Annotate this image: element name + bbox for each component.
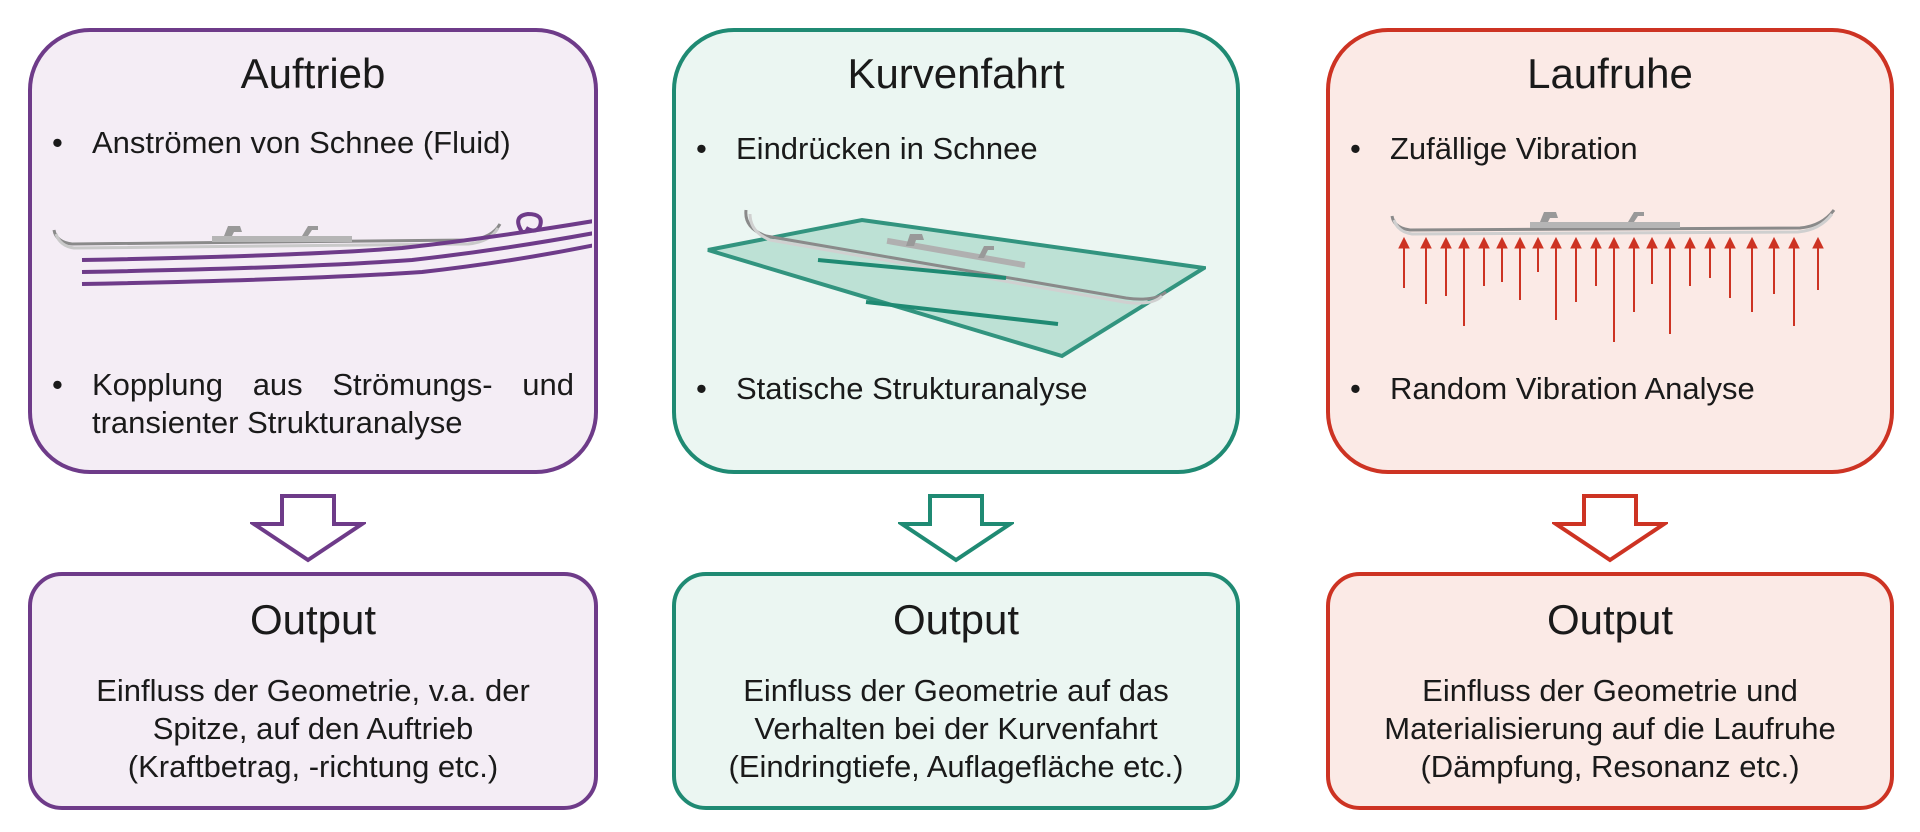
bullet-dot: • [52,125,63,160]
vibration-arrow-head [1664,236,1676,249]
auftrieb-bullet-2: • Kopplung aus Strömungs- und transiente… [52,366,574,442]
vibration-arrow-head [1704,236,1716,249]
vibration-arrow-head [1608,236,1620,249]
auftrieb-title: Auftrieb [240,50,386,97]
vibration-arrow-head [1496,236,1508,249]
bullet-dot: • [1350,131,1361,166]
down-arrow-icon [247,494,369,569]
kurvenfahrt-output-text: Einfluss der Geometrie auf das Verhalten… [728,673,1184,784]
bullet-dot: • [1350,371,1361,406]
vibration-arrow-head [1420,236,1432,249]
ski-with-flow-lines-icon [52,211,601,327]
laufruhe-bullet-2-text: Random Vibration Analyse [1390,371,1755,406]
vibration-arrow-head [1746,236,1758,249]
bullet-dot: • [696,371,707,406]
vibration-arrow-head [1812,236,1824,249]
ski-on-snow-plane-icon [706,206,1210,371]
bullet-dot: • [696,131,707,166]
vibration-arrow-head [1398,236,1410,249]
vibration-arrow-head [1628,236,1640,249]
down-arrow-icon [1549,494,1671,569]
bullet-dot: • [52,367,63,402]
vibration-arrow-head [1590,236,1602,249]
vibration-arrow-head [1478,236,1490,249]
vibration-arrow-head [1788,236,1800,249]
laufruhe-output-title: Output [1546,596,1674,643]
auftrieb-output-title: Output [249,596,377,643]
vibration-arrow-head [1646,236,1658,249]
laufruhe-bullet-1-text: Zufällige Vibration [1390,131,1638,166]
vibration-arrow-head [1768,236,1780,249]
kurvenfahrt-bullet-2: • Statische Strukturanalyse [696,370,1216,408]
kurvenfahrt-bullet-1: • Eindrücken in Schnee [696,130,1216,168]
kurvenfahrt-output-title: Output [892,596,1020,643]
laufruhe-output-box: Output Einfluss der Geometrie und Materi… [1326,572,1894,810]
laufruhe-title: Laufruhe [1527,50,1693,97]
vibration-arrow-head [1570,236,1582,249]
vibration-arrow-head [1458,236,1470,249]
laufruhe-bullet-2: • Random Vibration Analyse [1350,370,1870,408]
kurvenfahrt-output-box: Output Einfluss der Geometrie auf das Ve… [672,572,1240,810]
vibration-arrow-head [1684,236,1696,249]
auftrieb-output-box: Output Einfluss der Geometrie, v.a. der … [28,572,598,810]
vibration-arrow-head [1514,236,1526,249]
auftrieb-box: Auftrieb • Anströmen von Schnee (Fluid) … [28,28,601,474]
down-arrow-icon [895,494,1017,569]
kurvenfahrt-title: Kurvenfahrt [847,50,1065,97]
kurvenfahrt-bullet-1-text: Eindrücken in Schnee [736,131,1038,166]
vibration-arrow-head [1550,236,1562,249]
auftrieb-bullet-1: • Anströmen von Schnee (Fluid) [52,124,574,162]
kurvenfahrt-bullet-2-text: Statische Strukturanalyse [736,371,1088,406]
vibration-arrow-head [1532,236,1544,249]
vibration-arrow-head [1440,236,1452,249]
kurvenfahrt-box: Kurvenfahrt • Eindrücken in Schnee • Sta… [672,28,1240,474]
laufruhe-output-text: Einfluss der Geometrie und Materialisier… [1384,673,1836,784]
ski-with-vibration-arrows-icon [1390,208,1840,363]
vibration-arrow-head [1724,236,1736,249]
auftrieb-bullet-2-text: Kopplung aus Strömungs- und transienter … [92,367,574,440]
laufruhe-box: Laufruhe • Zufällige Vibration • Random … [1326,28,1894,474]
auftrieb-bullet-1-text: Anströmen von Schnee (Fluid) [92,125,511,160]
auftrieb-output-text: Einfluss der Geometrie, v.a. der Spitze,… [96,673,530,784]
laufruhe-bullet-1: • Zufällige Vibration [1350,130,1870,168]
